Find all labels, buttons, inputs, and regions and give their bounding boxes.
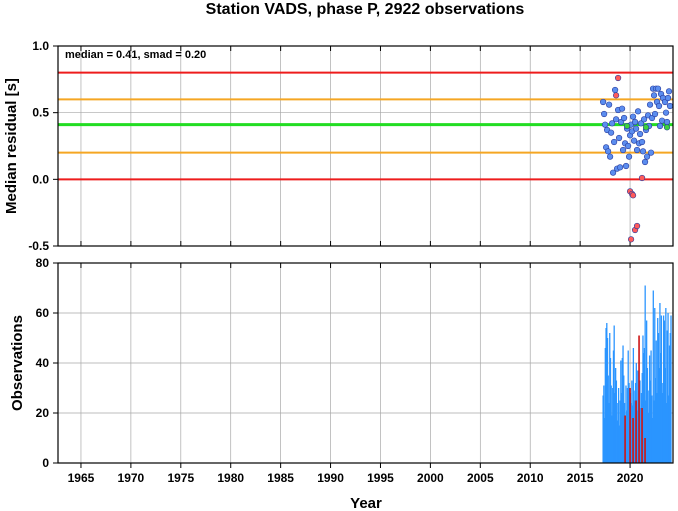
residual-point	[627, 236, 635, 243]
residual-point	[608, 120, 616, 127]
residual-point	[612, 116, 620, 123]
residual-y-tick-label: 1.0	[32, 39, 49, 53]
observations-y-tick-label: 60	[36, 306, 50, 320]
residual-point	[634, 108, 642, 115]
residual-y-axis-label: Median residual [s]	[3, 78, 20, 214]
observations-panel: 1965 1970 1975 1980 1985 1990 1995 2000 2005 2010…	[36, 256, 674, 485]
residual-point	[605, 148, 612, 155]
x-tick-label: 1995	[367, 471, 394, 485]
residual-point	[638, 138, 646, 146]
residual-y-tick-label: -0.5	[28, 239, 49, 253]
residual-point	[606, 101, 613, 108]
residual-point	[610, 138, 618, 146]
x-tick-label: 2015	[567, 471, 594, 485]
residual-point	[663, 118, 671, 126]
residual-y-tick-label: 0.0	[32, 172, 49, 186]
x-tick-label: 2005	[467, 471, 494, 485]
chart-title: Station VADS, phase P, 2922 observations	[206, 1, 525, 18]
residual-point	[612, 92, 620, 99]
residual-point	[602, 121, 609, 128]
residual-frame	[57, 45, 674, 247]
x-tick-label: 1980	[217, 471, 244, 485]
residual-point	[624, 142, 632, 150]
residual-panel: 1.0 0.5 0.0 -0.5	[28, 39, 674, 253]
observations-y-tick-label: 0	[42, 456, 49, 470]
residual-point	[631, 118, 639, 126]
residual-point	[651, 110, 659, 118]
residual-point	[632, 125, 640, 132]
residual-point	[625, 153, 633, 160]
residual-point	[608, 129, 615, 136]
x-tick-label: 1965	[68, 471, 95, 485]
x-tick-label: 2000	[417, 471, 444, 485]
residual-point	[663, 124, 671, 131]
residual-point	[600, 98, 607, 106]
observations-y-axis-label: Observations	[9, 315, 26, 411]
residual-point	[623, 122, 631, 130]
x-tick-label: 1990	[317, 471, 344, 485]
residual-point	[638, 174, 646, 182]
observations-frame	[57, 262, 674, 464]
residual-point	[633, 222, 641, 230]
residual-point	[665, 88, 673, 95]
residual-point	[629, 192, 637, 199]
residual-point	[609, 169, 617, 176]
x-axis-label: Year	[350, 495, 382, 511]
x-tick-label: 2020	[617, 471, 644, 485]
x-tick-label: 1985	[267, 471, 294, 485]
residual-point	[639, 148, 647, 155]
residual-point	[614, 74, 622, 82]
residual-point	[654, 85, 662, 92]
observations-y-tick-label: 40	[36, 356, 50, 370]
residual-y-tick-label: 0.5	[32, 106, 49, 120]
x-tick-label: 2010	[517, 471, 544, 485]
residual-point	[630, 137, 638, 144]
residual-point	[664, 94, 672, 102]
residual-point	[643, 153, 651, 160]
residual-point	[647, 149, 655, 156]
residual-point	[636, 130, 644, 138]
residual-point	[607, 153, 614, 160]
stats-annotation: median = 0.41, smad = 0.20	[65, 49, 206, 61]
observations-y-tick-label: 20	[36, 406, 50, 420]
residual-point	[616, 164, 624, 171]
residual-point	[642, 124, 650, 131]
residual-point	[640, 116, 648, 123]
residual-point	[633, 146, 641, 154]
residual-point	[655, 102, 663, 110]
residual-point	[618, 105, 626, 112]
residual-point	[629, 113, 637, 120]
x-tick-label: 1975	[167, 471, 194, 485]
residual-point	[641, 158, 649, 166]
residual-point	[615, 134, 623, 142]
residual-point	[601, 110, 608, 118]
residual-point	[666, 102, 674, 110]
residual-point	[656, 122, 664, 130]
residual-point	[646, 101, 654, 108]
residual-point	[662, 109, 670, 116]
residual-point	[620, 114, 628, 122]
residual-point	[619, 146, 627, 154]
observations-y-tick-label: 80	[36, 256, 50, 270]
residual-point	[650, 92, 658, 99]
residual-point	[611, 86, 619, 94]
x-tick-label: 1970	[118, 471, 145, 485]
residual-point	[622, 162, 630, 170]
